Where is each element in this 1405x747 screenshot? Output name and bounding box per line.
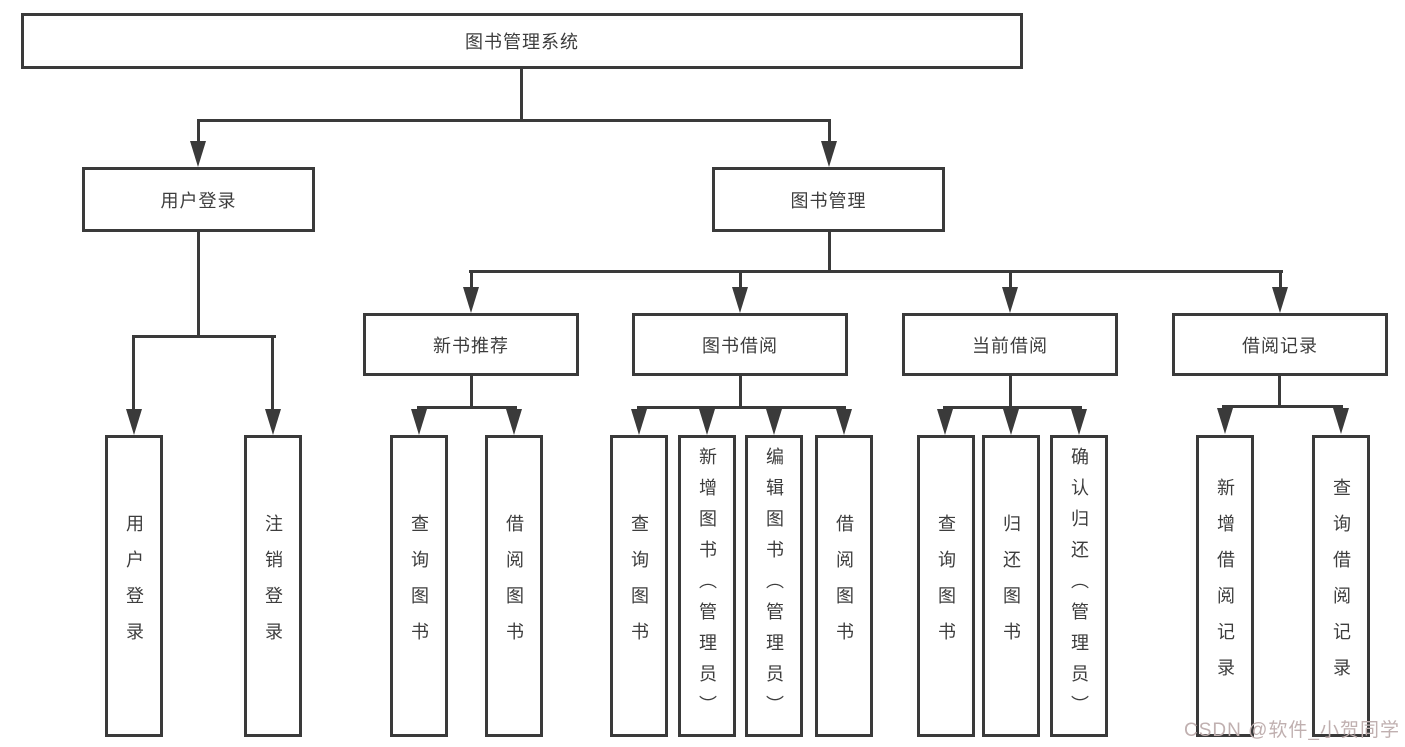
connector-line [271, 336, 274, 412]
arrow-down-icon [732, 287, 748, 313]
arrow-down-icon [463, 287, 479, 313]
leaf-logout-login-label: 注销登录 [263, 514, 283, 658]
connector-line [828, 120, 831, 144]
connector-line [1009, 374, 1012, 408]
connector-line [1278, 374, 1281, 407]
leaf-borrow-books-recommend-label: 借阅图书 [504, 514, 524, 658]
connector-line [1009, 271, 1012, 289]
arrow-down-icon [821, 141, 837, 167]
arrow-down-icon [766, 409, 782, 435]
node-book-management-label: 图书管理 [790, 190, 867, 211]
connector-line [739, 271, 742, 289]
node-user-login: 用户登录 [82, 167, 315, 232]
leaf-edit-book-admin-label: 编辑图书（管理员） [764, 446, 784, 726]
leaf-confirm-return-admin-label: 确认归还（管理员） [1069, 446, 1089, 726]
node-current-borrow: 当前借阅 [902, 313, 1118, 376]
watermark: CSDN @软件_小贺同学 [1184, 720, 1400, 741]
node-library-system: 图书管理系统 [21, 13, 1023, 69]
connector-line [417, 406, 517, 409]
leaf-query-borrow-record-label: 查询借阅记录 [1331, 478, 1351, 694]
arrow-down-icon [1272, 287, 1288, 313]
node-new-book-recommend: 新书推荐 [363, 313, 579, 376]
leaf-query-books-borrow: 查询图书 [610, 435, 668, 737]
node-new-book-recommend-label: 新书推荐 [433, 335, 509, 356]
leaf-return-book-label: 归还图书 [1001, 514, 1021, 658]
arrow-down-icon [699, 409, 715, 435]
connector-line [469, 270, 1283, 273]
arrow-down-icon [126, 409, 142, 435]
leaf-return-book: 归还图书 [982, 435, 1040, 737]
connector-line [828, 230, 831, 272]
node-library-system-label: 图书管理系统 [465, 32, 579, 52]
leaf-add-book-admin: 新增图书（管理员） [678, 435, 736, 737]
leaf-user-login: 用户登录 [105, 435, 163, 737]
connector-line [470, 271, 473, 289]
arrow-down-icon [1071, 409, 1087, 435]
connector-line [520, 66, 523, 121]
node-user-login-label: 用户登录 [160, 190, 237, 211]
leaf-user-login-label: 用户登录 [124, 514, 144, 658]
arrow-down-icon [1217, 408, 1233, 434]
arrow-down-icon [631, 409, 647, 435]
node-book-management: 图书管理 [712, 167, 945, 232]
leaf-add-borrow-record: 新增借阅记录 [1196, 435, 1254, 737]
leaf-confirm-return-admin: 确认归还（管理员） [1050, 435, 1108, 737]
leaf-query-books-current-label: 查询图书 [936, 514, 956, 658]
arrow-down-icon [937, 409, 953, 435]
leaf-query-books-recommend-label: 查询图书 [409, 514, 429, 658]
connector-line [739, 374, 742, 408]
connector-line [470, 374, 473, 408]
leaf-logout-login: 注销登录 [244, 435, 302, 737]
node-borrow-records: 借阅记录 [1172, 313, 1388, 376]
leaf-edit-book-admin: 编辑图书（管理员） [745, 435, 803, 737]
leaf-add-borrow-record-label: 新增借阅记录 [1215, 478, 1235, 694]
leaf-borrow-books-label: 借阅图书 [834, 514, 854, 658]
leaf-borrow-books-recommend: 借阅图书 [485, 435, 543, 737]
node-book-borrow: 图书借阅 [632, 313, 848, 376]
connector-line [943, 406, 1082, 409]
leaf-query-books-borrow-label: 查询图书 [629, 514, 649, 658]
connector-line [197, 120, 200, 144]
connector-line [132, 335, 276, 338]
connector-line [197, 119, 831, 122]
arrow-down-icon [411, 409, 427, 435]
leaf-borrow-books: 借阅图书 [815, 435, 873, 737]
arrow-down-icon [265, 409, 281, 435]
arrow-down-icon [506, 409, 522, 435]
node-book-borrow-label: 图书借阅 [702, 335, 778, 356]
arrow-down-icon [1333, 408, 1349, 434]
leaf-query-books-recommend: 查询图书 [390, 435, 448, 737]
connector-line [132, 336, 135, 412]
connector-line [197, 230, 200, 337]
node-borrow-records-label: 借阅记录 [1242, 335, 1318, 356]
leaf-query-borrow-record: 查询借阅记录 [1312, 435, 1370, 737]
arrow-down-icon [1003, 409, 1019, 435]
connector-line [1222, 405, 1343, 408]
arrow-down-icon [190, 141, 206, 167]
node-current-borrow-label: 当前借阅 [972, 335, 1048, 356]
leaf-query-books-current: 查询图书 [917, 435, 975, 737]
arrow-down-icon [1002, 287, 1018, 313]
arrow-down-icon [836, 409, 852, 435]
connector-line [637, 406, 846, 409]
connector-line [1279, 271, 1282, 289]
leaf-add-book-admin-label: 新增图书（管理员） [697, 446, 717, 726]
